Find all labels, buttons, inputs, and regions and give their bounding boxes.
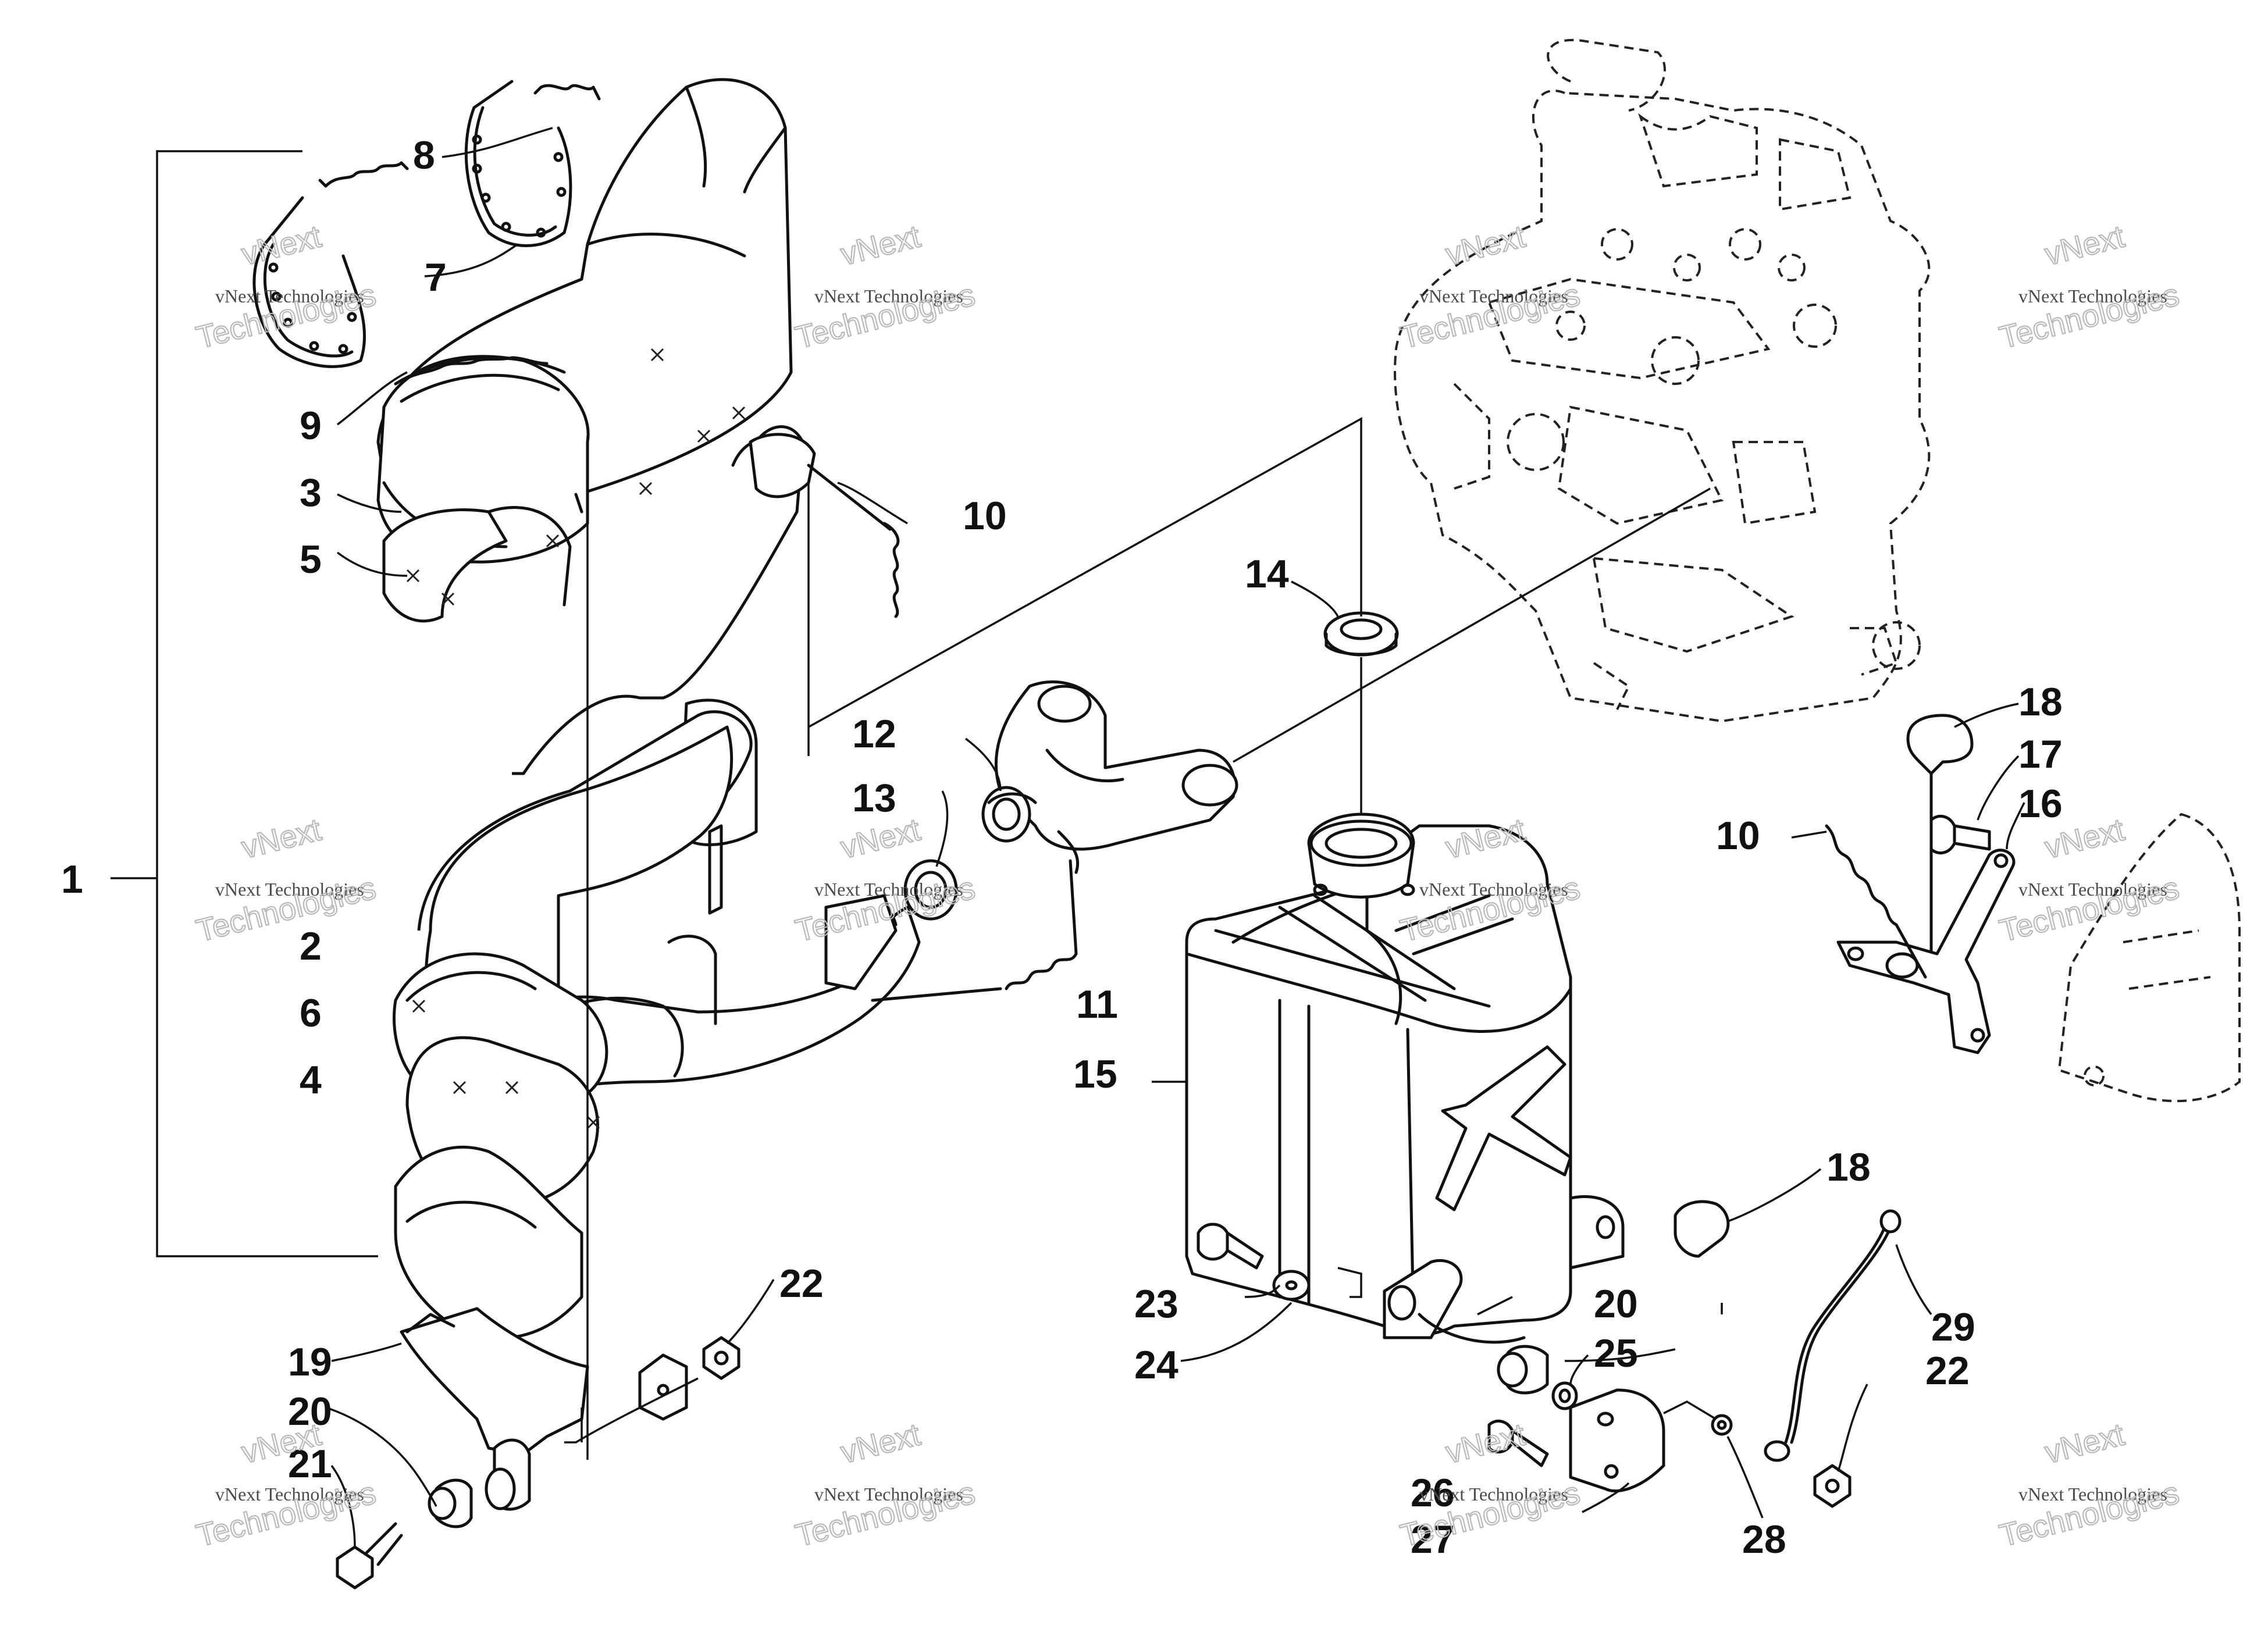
spring-10-left bbox=[749, 433, 900, 618]
watermark-10: vNext vNext Technologies Technologies bbox=[792, 1416, 980, 1554]
svg-text:vNext: vNext bbox=[2041, 219, 2127, 272]
bushing-20-right bbox=[1497, 1345, 1549, 1395]
grommet-18-lower bbox=[1674, 1200, 1730, 1258]
callout-29: 29 bbox=[1931, 1305, 1975, 1349]
bolt-21 bbox=[336, 1522, 403, 1589]
callout-18-lower: 18 bbox=[1826, 1145, 1871, 1189]
svg-text:vNext Technologies: vNext Technologies bbox=[215, 286, 364, 306]
callout-10-right: 10 bbox=[1716, 814, 1760, 858]
engine-outline bbox=[1394, 38, 1931, 723]
callouts: 1 2 3 4 5 6 7 8 9 10 11 12 13 14 15 16 1… bbox=[61, 133, 2063, 1562]
svg-text:vNext: vNext bbox=[837, 219, 923, 272]
callout-27: 27 bbox=[1411, 1517, 1455, 1562]
bushing-25 bbox=[1551, 1381, 1578, 1410]
svg-text:vNext Technologies: vNext Technologies bbox=[1419, 879, 1568, 900]
bushing-20-left bbox=[428, 1478, 473, 1528]
ground-cable-29 bbox=[1764, 1209, 1902, 1462]
lockwasher-28 bbox=[1711, 1414, 1733, 1436]
watermark-3: vNext vNext Technologies Technologies bbox=[1397, 218, 1585, 356]
exhaust-pipe-assembly bbox=[393, 425, 921, 1339]
callout-13: 13 bbox=[852, 776, 896, 820]
callout-5: 5 bbox=[300, 537, 322, 582]
callout-22-left: 22 bbox=[779, 1261, 824, 1306]
watermarks: vNext vNext Technologies Technologies vN… bbox=[193, 218, 2184, 1554]
callout-6: 6 bbox=[300, 991, 322, 1035]
callout-2: 2 bbox=[300, 924, 322, 968]
callout-17: 17 bbox=[2018, 732, 2063, 776]
svg-text:vNext Technologies: vNext Technologies bbox=[215, 879, 364, 900]
svg-text:vNext Technologies: vNext Technologies bbox=[215, 1484, 364, 1505]
watermark-8: vNext vNext Technologies Technologies bbox=[1996, 811, 2184, 949]
callout-22-right: 22 bbox=[1925, 1349, 1970, 1393]
oil-tank-neck bbox=[1307, 812, 1415, 899]
bolt-17 bbox=[1929, 814, 1991, 855]
callout-21: 21 bbox=[288, 1442, 332, 1486]
svg-text:vNext: vNext bbox=[238, 219, 324, 272]
callout-11: 11 bbox=[1076, 982, 1118, 1027]
svg-text:vNext: vNext bbox=[238, 812, 324, 865]
nut-22-right bbox=[1813, 1464, 1852, 1508]
svg-text:vNext Technologies: vNext Technologies bbox=[2018, 286, 2167, 306]
chain-clamp-assembly bbox=[252, 80, 601, 368]
callout-14: 14 bbox=[1245, 552, 1289, 596]
svg-text:vNext: vNext bbox=[1442, 1417, 1528, 1470]
washer-24 bbox=[1272, 1270, 1311, 1301]
grommet-18-upper bbox=[1906, 714, 1974, 967]
bracket-16 bbox=[1836, 849, 2016, 1054]
watermark-11: vNext vNext Technologies Technologies bbox=[1397, 1416, 1585, 1554]
callout-26: 26 bbox=[1411, 1471, 1455, 1515]
watermark-5: vNext vNext Technologies Technologies bbox=[193, 811, 380, 949]
svg-text:vNext Technologies: vNext Technologies bbox=[814, 1484, 963, 1505]
svg-text:vNext Technologies: vNext Technologies bbox=[814, 879, 963, 900]
bolt-26 bbox=[1487, 1419, 1549, 1467]
bolt-23 bbox=[1197, 1223, 1264, 1270]
callout-4: 4 bbox=[300, 1058, 322, 1102]
callout-9: 9 bbox=[300, 404, 322, 448]
callout-12: 12 bbox=[852, 712, 896, 756]
washer-bracket-line bbox=[1337, 1267, 1362, 1298]
callout-3: 3 bbox=[300, 471, 322, 515]
callout-10-left: 10 bbox=[963, 494, 1007, 538]
callout-25: 25 bbox=[1594, 1331, 1638, 1375]
svg-text:vNext: vNext bbox=[837, 812, 923, 865]
spring-10-right bbox=[1825, 824, 1927, 979]
callout-7: 7 bbox=[425, 255, 447, 300]
spring-11 bbox=[871, 859, 1078, 1002]
svg-text:vNext Technologies: vNext Technologies bbox=[2018, 1484, 2167, 1505]
lower-shield bbox=[400, 1307, 589, 1511]
callout-8: 8 bbox=[413, 133, 435, 177]
watermark-9: vNext vNext Technologies Technologies bbox=[193, 1416, 380, 1554]
callout-19: 19 bbox=[288, 1340, 332, 1384]
callout-20-right: 20 bbox=[1594, 1282, 1638, 1326]
callout-15: 15 bbox=[1073, 1052, 1117, 1096]
callout-16: 16 bbox=[2018, 782, 2063, 826]
svg-text:vNext Technologies: vNext Technologies bbox=[1419, 1484, 1568, 1505]
callout-1: 1 bbox=[61, 857, 83, 901]
callout-24: 24 bbox=[1134, 1343, 1178, 1387]
watermark-12: vNext vNext Technologies Technologies bbox=[1996, 1416, 2184, 1554]
callout-23: 23 bbox=[1134, 1282, 1178, 1326]
svg-text:vNext: vNext bbox=[2041, 1417, 2127, 1470]
nut-22-left bbox=[702, 1336, 740, 1380]
gasket-13 bbox=[903, 859, 958, 921]
watermark-2: vNext vNext Technologies Technologies bbox=[792, 218, 980, 356]
callout-28: 28 bbox=[1742, 1517, 1786, 1562]
svg-text:vNext: vNext bbox=[837, 1417, 923, 1470]
leader-lines bbox=[111, 127, 2025, 1548]
svg-text:vNext Technologies: vNext Technologies bbox=[2018, 879, 2167, 900]
svg-text:vNext Technologies: vNext Technologies bbox=[814, 286, 963, 306]
callout-18-upper: 18 bbox=[2018, 680, 2063, 724]
side-panel-dashed bbox=[2057, 812, 2241, 1103]
svg-text:vNext: vNext bbox=[1442, 219, 1528, 272]
grommet-14 bbox=[1323, 611, 1399, 657]
exhaust-manifold bbox=[981, 680, 1238, 874]
callout-20-left: 20 bbox=[288, 1389, 332, 1434]
mount-plate-27 bbox=[1569, 1388, 1665, 1493]
lockwasher-line bbox=[1663, 1400, 1717, 1420]
watermark-4: vNext vNext Technologies Technologies bbox=[1996, 218, 2184, 356]
oil-tank bbox=[1185, 824, 1625, 1344]
watermark-1: vNext vNext Technologies Technologies bbox=[193, 218, 380, 356]
svg-text:vNext Technologies: vNext Technologies bbox=[1419, 286, 1568, 306]
